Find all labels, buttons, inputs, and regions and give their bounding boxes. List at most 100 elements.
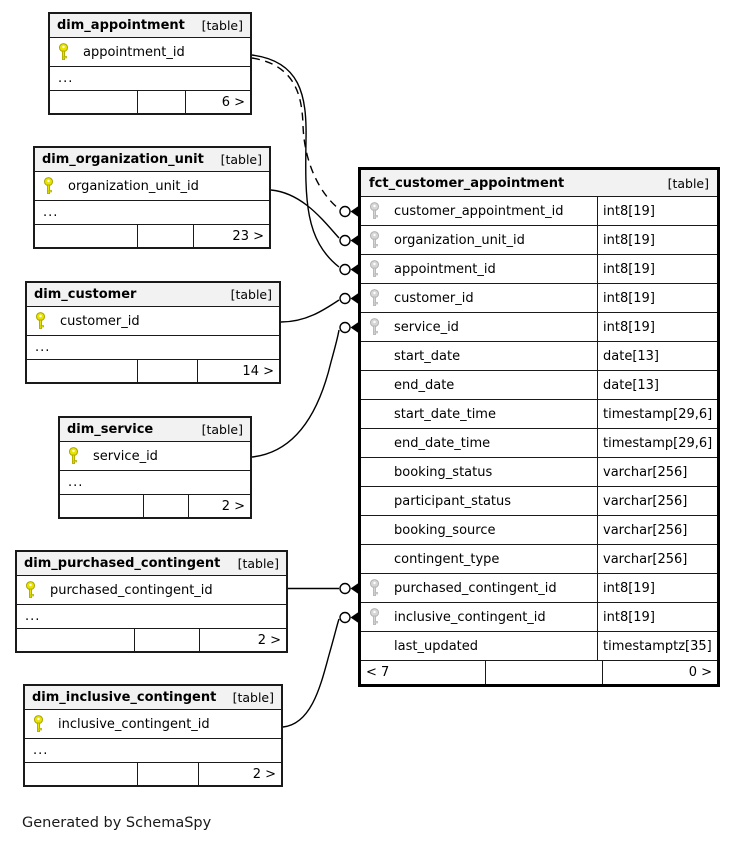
table-header: dim_organization_unit [table] [35, 148, 269, 172]
column-type: timestamp[29,6] [603, 435, 713, 451]
column-name-cell: contingent_type [361, 545, 598, 573]
column-name-cell: start_date_time [361, 400, 598, 428]
edge-dim-inclusive-contingent-to-inclusive-contingent-id [282, 618, 340, 728]
column-type: date[13] [603, 377, 659, 393]
table-dim-appointment[interactable]: dim_appointment [table] appointment_id .… [48, 12, 252, 115]
table-dim-inclusive-contingent[interactable]: dim_inclusive_contingent [table] inclusi… [23, 684, 283, 787]
footer-cell [50, 91, 138, 113]
column-name: start_date [394, 348, 461, 364]
related-count: 2 > [221, 498, 245, 514]
column-name-cell: start_date [361, 342, 598, 370]
table-footer: 2 > [25, 763, 281, 785]
column-name: service_id [394, 319, 459, 335]
primary-key-icon [25, 581, 36, 599]
column-name-cell: customer_id [361, 284, 598, 312]
related-count: 14 > [242, 363, 274, 379]
fk-connector [339, 582, 360, 595]
table-row: service_id int8[19] [361, 313, 717, 342]
primary-key-icon [58, 43, 69, 61]
column-name: last_updated [394, 638, 479, 654]
table-title: dim_inclusive_contingent [32, 690, 217, 705]
column-name: participant_status [394, 493, 512, 509]
column-type: timestamptz[35] [603, 638, 712, 654]
footer-cell [27, 360, 138, 382]
column-name: end_date [394, 377, 455, 393]
pk-row: appointment_id [50, 38, 250, 67]
column-type: varchar[256] [603, 464, 688, 480]
ellipsis-row: ... [17, 605, 286, 629]
table-footer: 2 > [17, 629, 286, 651]
table-dim-purchased-contingent[interactable]: dim_purchased_contingent [table] purchas… [15, 550, 288, 653]
ellipsis-row: ... [27, 336, 279, 360]
table-title: dim_appointment [57, 18, 185, 33]
column-name: inclusive_contingent_id [394, 609, 546, 625]
column-type: varchar[256] [603, 493, 688, 509]
column-type: varchar[256] [603, 551, 688, 567]
table-title: dim_customer [34, 287, 137, 302]
pk-column-name: service_id [93, 448, 158, 464]
pk-column-name: purchased_contingent_id [50, 582, 213, 598]
column-name-cell: service_id [361, 313, 598, 341]
table-header: dim_purchased_contingent [table] [17, 552, 286, 576]
table-tag: [table] [230, 287, 272, 302]
ellipsis-row: ... [25, 739, 281, 763]
column-name-cell: customer_appointment_id [361, 197, 598, 225]
footer-cell [35, 225, 138, 247]
table-title: fct_customer_appointment [369, 175, 565, 191]
footer-cell [138, 360, 199, 382]
column-name: customer_id [394, 290, 474, 306]
column-name-cell: end_date [361, 371, 598, 399]
table-title: dim_purchased_contingent [24, 556, 221, 571]
primary-key-icon [35, 312, 46, 330]
column-name-cell: end_date_time [361, 429, 598, 457]
table-dim-service[interactable]: dim_service [table] service_id ... 2 > [58, 416, 252, 519]
ellipsis-row: ... [60, 471, 250, 495]
footer-cell [138, 763, 200, 785]
column-name-cell: last_updated [361, 632, 598, 660]
table-tag: [table] [220, 152, 262, 167]
table-tag: [table] [667, 175, 709, 191]
table-footer: < 7 0 > [361, 661, 717, 684]
table-row: end_date date[13] [361, 371, 717, 400]
table-header: fct_customer_appointment [table] [361, 170, 717, 197]
column-name-cell: appointment_id [361, 255, 598, 283]
column-name-cell: purchased_contingent_id [361, 574, 598, 602]
footer-cell [25, 763, 138, 785]
foreign-key-icon [369, 231, 380, 249]
footer-cell [144, 495, 190, 517]
table-row: contingent_type varchar[256] [361, 545, 717, 574]
column-name: booking_source [394, 522, 496, 538]
table-tag: [table] [237, 556, 279, 571]
fk-connector [339, 263, 360, 276]
table-dim-customer[interactable]: dim_customer [table] customer_id ... 14 … [25, 281, 281, 384]
paging-next[interactable]: 0 > [688, 665, 712, 680]
table-dim-organization-unit[interactable]: dim_organization_unit [table] organizati… [33, 146, 271, 249]
foreign-key-icon [369, 202, 380, 220]
table-row: end_date_time timestamp[29,6] [361, 429, 717, 458]
paging-prev[interactable]: < 7 [361, 661, 486, 684]
column-type: int8[19] [603, 203, 655, 219]
column-name: purchased_contingent_id [394, 580, 557, 596]
fk-connector [339, 292, 360, 305]
column-name-cell: participant_status [361, 487, 598, 515]
table-row: last_updated timestamptz[35] [361, 632, 717, 661]
related-count: 6 > [221, 94, 245, 110]
column-type: int8[19] [603, 319, 655, 335]
table-title: dim_organization_unit [42, 152, 204, 167]
table-header: dim_inclusive_contingent [table] [25, 686, 281, 710]
foreign-key-icon [369, 260, 380, 278]
column-type: int8[19] [603, 232, 655, 248]
table-fct-customer-appointment[interactable]: fct_customer_appointment [table] custome… [358, 167, 720, 687]
pk-row: customer_id [27, 307, 279, 336]
table-tag: [table] [201, 18, 243, 33]
table-title: dim_service [67, 422, 154, 437]
footer-cell [135, 629, 200, 651]
footer-cell [60, 495, 144, 517]
pk-column-name: inclusive_contingent_id [58, 716, 210, 732]
table-header: dim_customer [table] [27, 283, 279, 307]
